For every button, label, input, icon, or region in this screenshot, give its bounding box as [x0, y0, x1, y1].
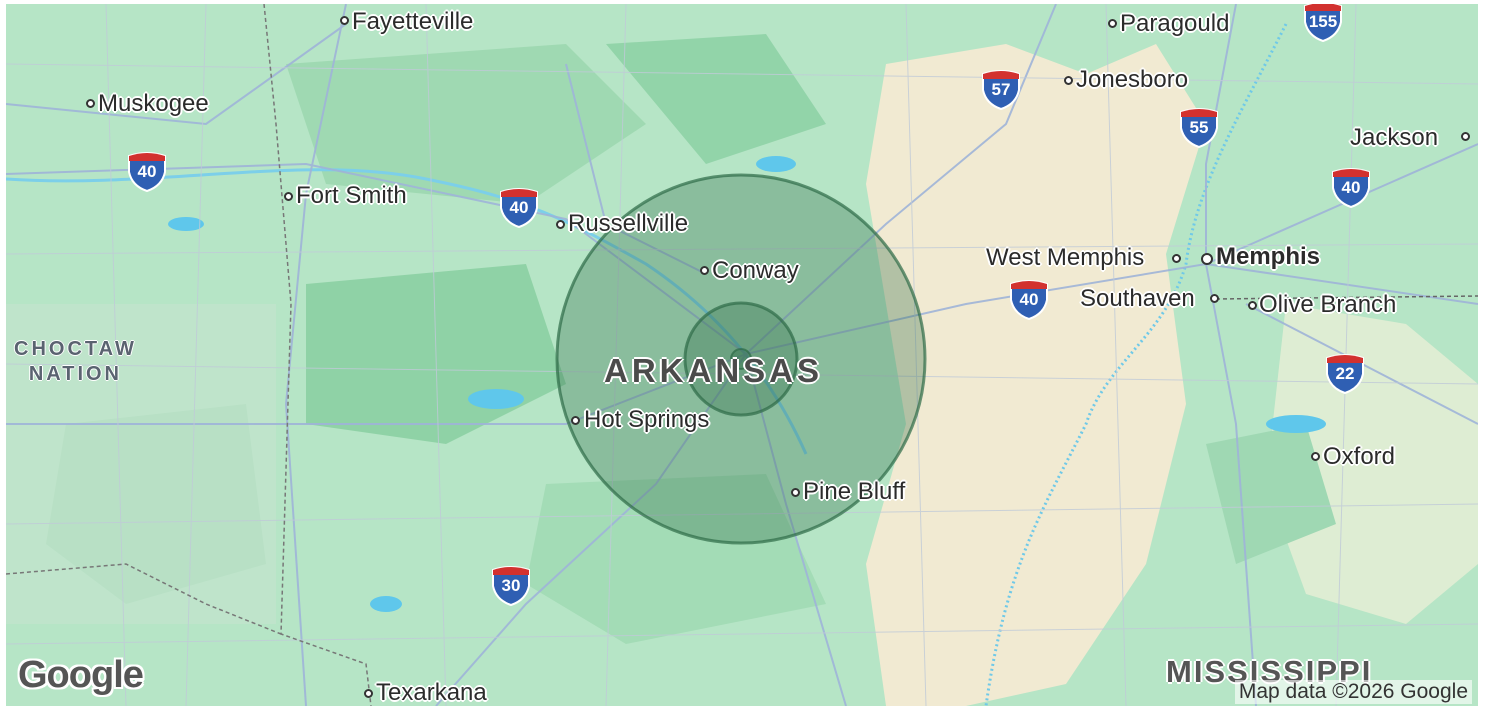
city-marker[interactable] — [1064, 76, 1073, 85]
river-mississippi — [984, 23, 1288, 706]
interstate-shield-icon — [500, 188, 538, 229]
city-label-fayetteville[interactable]: Fayetteville — [352, 8, 474, 35]
city-marker[interactable] — [700, 266, 709, 275]
interstate-shield-55[interactable]: 55 — [1178, 106, 1220, 149]
interstate-number: 30 — [501, 576, 521, 595]
region-label-line: NATION — [28, 363, 123, 385]
city-marker[interactable] — [1311, 452, 1320, 461]
interstate-number: 55 — [1189, 118, 1209, 137]
state-border-tn — [1215, 295, 1478, 300]
city-marker[interactable] — [1172, 254, 1181, 263]
interstate-number: 40 — [1019, 290, 1039, 309]
interstate-shield-22[interactable]: 22 — [1324, 352, 1366, 395]
city-label-hot-springs[interactable]: Hot Springs — [584, 406, 710, 433]
city-marker[interactable] — [791, 488, 800, 497]
google-logo[interactable]: Google — [18, 654, 144, 696]
interstate-shield-155[interactable]: 155 — [1302, 4, 1344, 43]
city-label-pine-bluff[interactable]: Pine Bluff — [803, 478, 906, 505]
city-label-fort-smith[interactable]: Fort Smith — [296, 182, 407, 209]
city-label-olive-branch[interactable]: Olive Branch — [1259, 291, 1397, 318]
interstate-number: 22 — [1335, 364, 1355, 383]
interstate-number: 40 — [137, 162, 157, 181]
interstate-shield-40-west[interactable]: 40 — [126, 150, 168, 193]
interstate-number: 40 — [1341, 178, 1361, 197]
interstate-shield-57[interactable]: 57 — [980, 68, 1022, 111]
center-ring — [730, 348, 752, 370]
lake — [1266, 415, 1326, 433]
interstate-shield-icon — [982, 70, 1020, 111]
city-marker[interactable] — [1210, 294, 1219, 303]
forest-patch — [606, 34, 826, 164]
city-label-texarkana[interactable]: Texarkana — [376, 679, 487, 706]
city-label-oxford[interactable]: Oxford — [1323, 443, 1396, 470]
lake — [168, 217, 204, 231]
minor-roads — [6, 4, 1478, 706]
interstate-shield-icon — [1326, 354, 1364, 395]
city-label-memphis[interactable]: Memphis — [1216, 243, 1321, 270]
city-marker[interactable] — [1201, 253, 1213, 265]
region-label-choctaw: CHOCTAW NATION — [14, 337, 137, 387]
state-border-ok — [263, 4, 372, 706]
map-attribution[interactable]: Map data ©2026 Google — [1234, 680, 1472, 704]
delta-region-2 — [1266, 304, 1478, 624]
interstate-number: 57 — [991, 80, 1011, 99]
interstate-number: 40 — [509, 198, 529, 217]
outer-radius-ring — [555, 173, 927, 545]
interstate-number: 155 — [1308, 12, 1338, 31]
city-label-muskogee[interactable]: Muskogee — [98, 90, 209, 117]
city-marker[interactable] — [364, 689, 373, 698]
region-label-line: CHOCTAW — [14, 338, 137, 360]
city-marker[interactable] — [571, 416, 580, 425]
city-marker[interactable] — [556, 220, 565, 229]
interstate-shield-icon — [1010, 280, 1048, 321]
city-marker[interactable] — [340, 16, 349, 25]
interstate-shield-40-east[interactable]: 40 — [1330, 166, 1372, 209]
city-label-southaven[interactable]: Southaven — [1080, 285, 1195, 312]
map-base-layer — [6, 4, 1478, 706]
city-label-west-memphis[interactable]: West Memphis — [986, 244, 1145, 271]
city-label-paragould[interactable]: Paragould — [1120, 10, 1230, 37]
state-label-arkansas: ARKANSAS — [604, 352, 824, 389]
interstate-shield-40-russellville[interactable]: 40 — [498, 186, 540, 229]
city-marker[interactable] — [86, 99, 95, 108]
interstate-shield-icon — [492, 566, 530, 607]
interstate-shield-icon — [1304, 4, 1342, 43]
lake — [370, 596, 402, 612]
map-view[interactable]: ARKANSAS CHOCTAW NATION MISSISSIPPI Faye… — [6, 4, 1478, 706]
inner-radius-ring — [683, 301, 799, 417]
interstate-shield-30[interactable]: 30 — [490, 564, 532, 607]
lake — [756, 156, 796, 172]
interstate-shield-icon — [128, 152, 166, 193]
lake — [468, 389, 524, 409]
interstate-shield-icon — [1180, 108, 1218, 149]
forest-patch — [286, 44, 646, 204]
interstate-shield-icon — [1332, 168, 1370, 209]
city-label-conway[interactable]: Conway — [712, 257, 799, 284]
city-marker[interactable] — [1461, 132, 1470, 141]
city-marker[interactable] — [1108, 19, 1117, 28]
city-label-jonesboro[interactable]: Jonesboro — [1076, 66, 1189, 93]
city-marker[interactable] — [1248, 301, 1257, 310]
city-marker[interactable] — [284, 192, 293, 201]
city-label-jackson[interactable]: Jackson — [1350, 124, 1439, 151]
interstate-shield-40-memphis[interactable]: 40 — [1008, 278, 1050, 321]
forest-patch — [526, 474, 826, 644]
city-label-russellville[interactable]: Russellville — [568, 210, 689, 237]
